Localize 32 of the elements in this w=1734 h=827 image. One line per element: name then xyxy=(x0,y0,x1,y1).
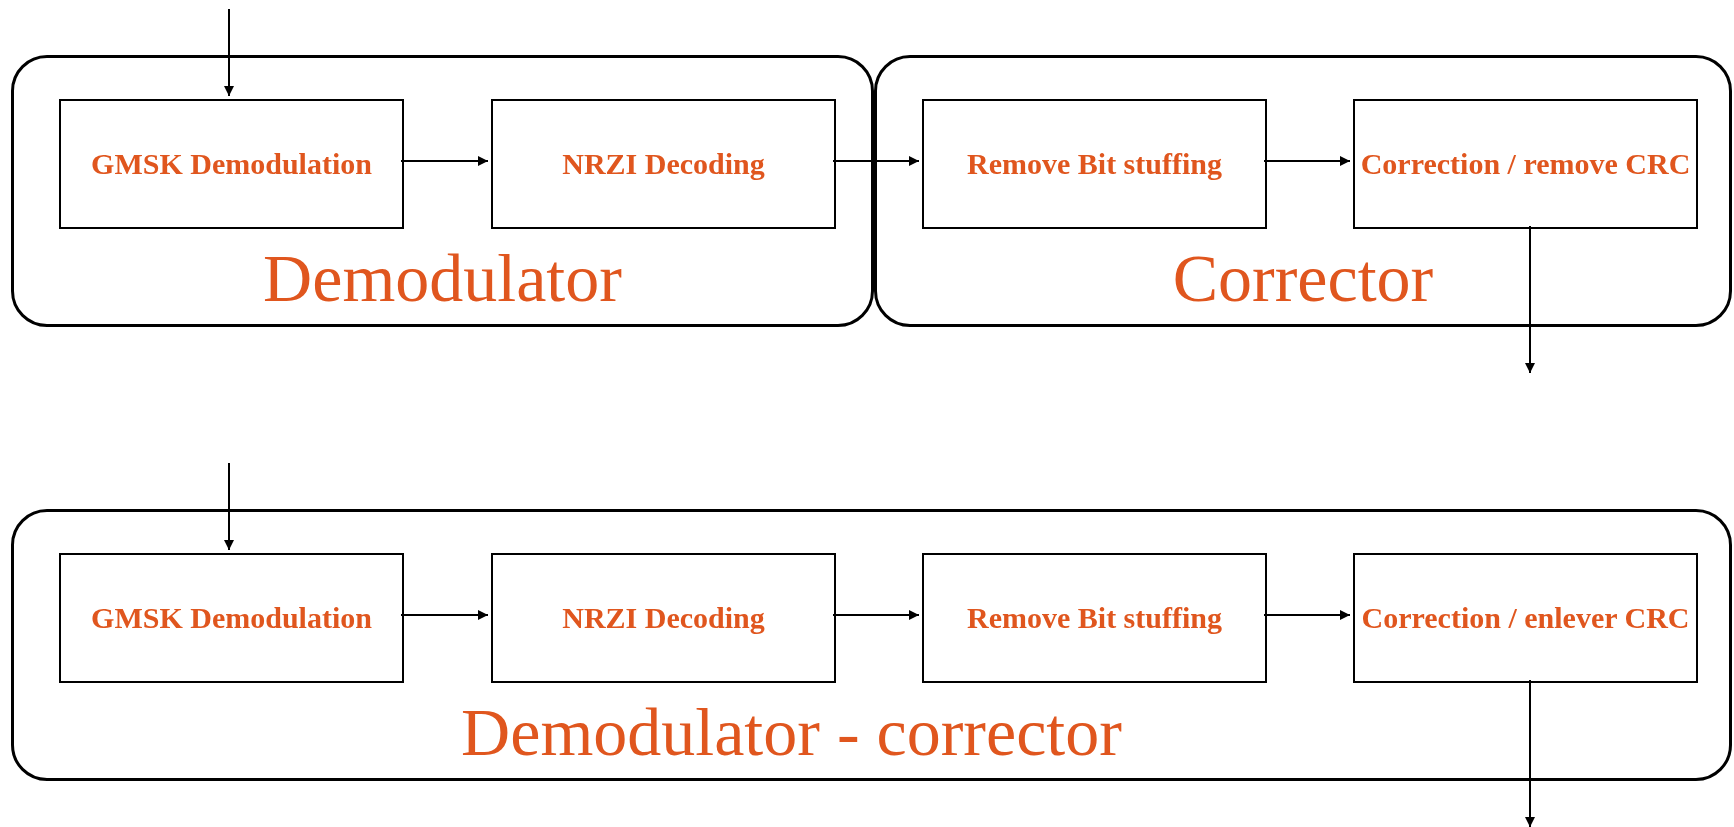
process-label: Remove Bit stuffing xyxy=(967,600,1222,636)
process-label: Correction / enlever CRC xyxy=(1361,600,1690,636)
arrow xyxy=(400,156,489,166)
process-box xyxy=(922,553,1267,683)
arrow xyxy=(1263,156,1351,166)
arrow xyxy=(1525,225,1535,374)
module-frame xyxy=(11,55,874,327)
process-box xyxy=(922,99,1267,229)
process-label: NRZI Decoding xyxy=(562,600,765,636)
arrow xyxy=(1263,610,1351,620)
process-label: Remove Bit stuffing xyxy=(967,146,1222,182)
process-box xyxy=(59,553,404,683)
process-box xyxy=(59,99,404,229)
arrow xyxy=(400,610,489,620)
process-label: GMSK Demodulation xyxy=(91,146,372,182)
process-box xyxy=(491,99,836,229)
arrow xyxy=(224,8,234,97)
process-box xyxy=(1353,99,1698,229)
process-box xyxy=(1353,553,1698,683)
arrow xyxy=(224,462,234,551)
module-title: Corrector xyxy=(1172,241,1434,316)
arrow xyxy=(832,610,920,620)
process-box xyxy=(491,553,836,683)
module-frame xyxy=(874,55,1732,327)
process-label: GMSK Demodulation xyxy=(91,600,372,636)
process-label: Correction / remove CRC xyxy=(1360,146,1691,182)
module-title: Demodulator - corrector xyxy=(461,695,1122,770)
module-frame xyxy=(11,509,1732,781)
process-label: NRZI Decoding xyxy=(562,146,765,182)
arrow xyxy=(1525,679,1535,827)
module-title: Demodulator xyxy=(263,241,622,316)
arrow xyxy=(832,156,920,166)
